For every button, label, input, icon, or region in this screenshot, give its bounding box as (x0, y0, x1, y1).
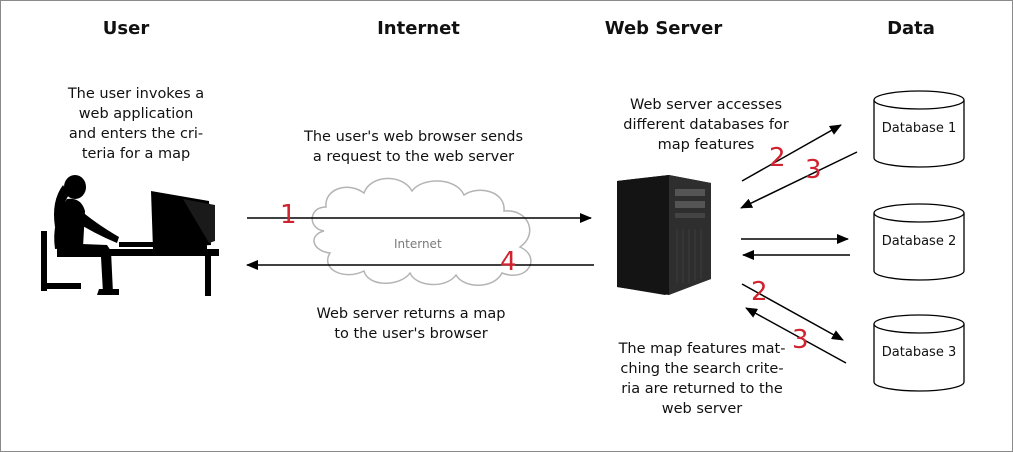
note-user-invokes: The user invokes a web application and e… (41, 84, 231, 164)
arrow-db3-to-server (745, 307, 847, 364)
note-line: ching the search crite- (620, 361, 784, 377)
database-1: Database 1 (873, 90, 965, 168)
database-cylinder-icon (873, 314, 965, 392)
note-features-returned: The map features mat- ching the search c… (597, 339, 807, 419)
step-number-db3-return: 3 (792, 325, 809, 355)
note-line: a request to the web server (312, 149, 515, 165)
arrow-server-to-db1 (741, 124, 842, 182)
note-line: The user's web browser sends (304, 129, 523, 145)
arrow-db1-to-server (740, 151, 858, 209)
database-cylinder-icon (873, 203, 965, 281)
column-header-web-server: Web Server (604, 18, 723, 39)
database-cylinder-icon (873, 90, 965, 168)
note-line: Web server accesses (629, 97, 783, 113)
database-label: Database 2 (881, 234, 957, 249)
column-header-user: User (102, 18, 150, 39)
note-line: The user invokes a (67, 86, 205, 102)
step-number-db1-return: 3 (805, 155, 822, 185)
note-line: to the user's browser (334, 326, 488, 342)
note-line: map features (657, 137, 755, 153)
step-number-return-map: 4 (500, 247, 517, 277)
note-line: The map features mat- (618, 341, 786, 357)
internet-cloud-icon (311, 177, 532, 286)
database-label: Database 1 (881, 121, 957, 136)
note-line: and enters the cri- (68, 126, 204, 142)
note-server-accesses: Web server accesses different databases … (606, 95, 806, 155)
column-header-data: Data (887, 18, 935, 39)
note-line: Web server returns a map (316, 306, 506, 322)
note-line: teria for a map (81, 146, 191, 162)
column-header-internet: Internet (377, 18, 460, 39)
note-line: web server (661, 401, 743, 417)
arrow-server-to-db3 (741, 283, 844, 341)
step-number-request: 1 (280, 200, 297, 230)
cloud-label: Internet (394, 237, 442, 251)
step-number-db3-query: 2 (751, 277, 768, 307)
note-line: web application (78, 106, 194, 122)
note-server-returns: Web server returns a map to the user's b… (296, 304, 526, 344)
database-3: Database 3 (873, 314, 965, 392)
step-number-db1-query: 2 (769, 143, 786, 173)
user-at-computer-icon (41, 175, 219, 296)
server-tower-icon (617, 175, 711, 295)
database-2: Database 2 (873, 203, 965, 281)
database-label: Database 3 (881, 345, 957, 360)
note-browser-sends: The user's web browser sends a request t… (286, 127, 541, 167)
note-line: ria are returned to the (621, 381, 783, 397)
note-line: different databases for (623, 117, 789, 133)
